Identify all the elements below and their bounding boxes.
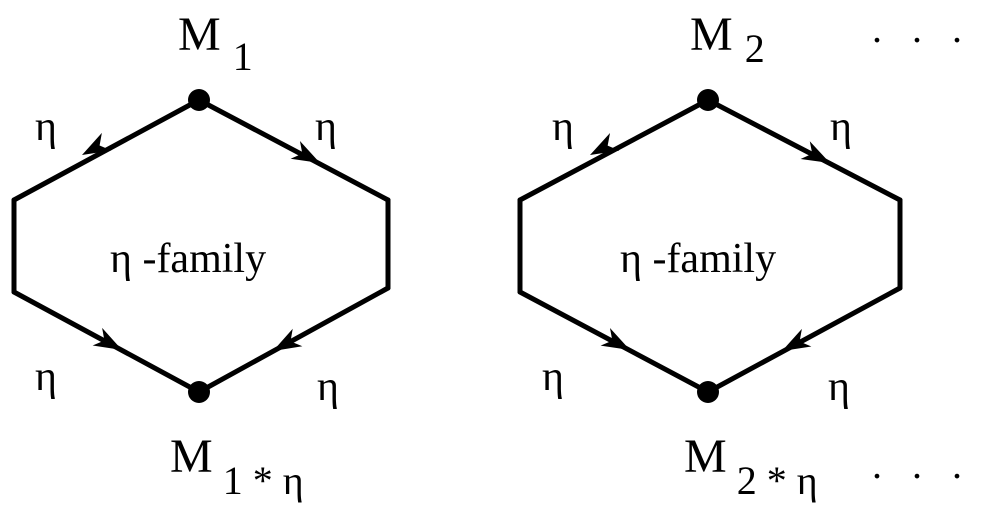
- edge-top-to-right: [705, 97, 903, 203]
- arrow-lower-right: [782, 328, 812, 351]
- edge-label-upper-right: η: [830, 104, 852, 150]
- diagram-1-arrows: [82, 132, 320, 351]
- arrow-lower-right: [273, 328, 303, 351]
- node-bottom: [697, 381, 719, 403]
- center-family-label: η -family: [620, 236, 776, 282]
- continuation-dots-top: . . .: [872, 6, 972, 51]
- node-top: [188, 89, 210, 111]
- edge-label-upper-left: η: [35, 104, 57, 150]
- diagram-2-arrows: [590, 133, 830, 351]
- edge-label-lower-left: η: [35, 354, 57, 400]
- node-top: [697, 89, 719, 111]
- arrow-upper-right: [800, 141, 830, 163]
- arrow-upper-left: [82, 132, 112, 155]
- edge-label-lower-left: η: [542, 354, 564, 400]
- arrow-lower-left: [600, 328, 630, 350]
- edge-right-to-bottom: [705, 285, 903, 395]
- arrow-upper-right: [290, 141, 320, 163]
- node-bottom: [188, 381, 210, 403]
- edge-label-upper-left: η: [552, 104, 574, 150]
- center-family-label: η -family: [110, 236, 266, 282]
- edge-label-upper-right: η: [315, 104, 337, 150]
- arrow-upper-left: [590, 133, 620, 155]
- arrow-lower-left: [92, 327, 122, 350]
- edge-label-lower-right: η: [828, 364, 850, 410]
- continuation-dots-bottom: . . .: [872, 442, 972, 487]
- edge-right-to-bottom: [196, 285, 391, 395]
- edge-top-to-right: [196, 97, 391, 203]
- edge-label-lower-right: η: [317, 364, 339, 410]
